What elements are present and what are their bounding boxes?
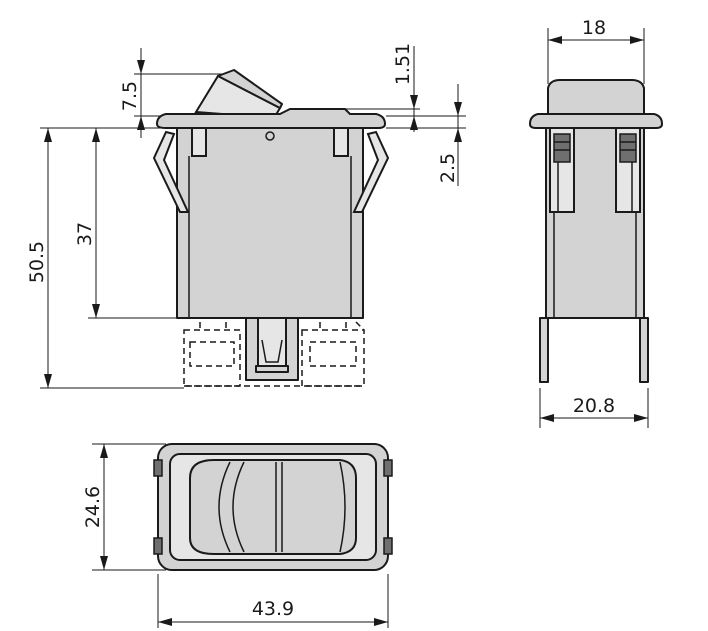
dim-rocker-offset: 1.51	[392, 43, 414, 85]
hidden-connector-right	[301, 329, 365, 387]
left-terminal	[539, 317, 549, 383]
indicator-hole	[265, 131, 275, 141]
face-dimensions: 24.6 43.9	[82, 443, 389, 628]
right-groove	[333, 127, 349, 157]
hidden-connector-left	[183, 329, 241, 387]
side-flange	[529, 113, 663, 129]
dim-top-width: 18	[582, 17, 606, 39]
dim-side-width: 20.8	[573, 395, 615, 417]
side-dimensions: 18 20.8	[539, 17, 649, 428]
dim-rocker-height: 7.5	[119, 81, 141, 111]
front-flange	[156, 108, 386, 129]
rocker-front-face	[217, 69, 283, 109]
face-rocker	[189, 459, 357, 555]
face-view	[153, 443, 393, 571]
dim-flange-thickness: 2.5	[437, 153, 459, 183]
dim-face-height: 24.6	[82, 486, 104, 528]
side-rocker	[547, 79, 645, 115]
side-view	[529, 79, 663, 383]
right-terminal	[639, 317, 649, 383]
left-clip	[152, 130, 190, 213]
front-body	[176, 127, 364, 319]
dim-total-height: 50.5	[26, 241, 48, 283]
dim-body-height: 37	[74, 222, 96, 246]
right-latch	[619, 133, 637, 163]
front-dimensions: 50.5 37 7.5 1.51 2.5	[26, 43, 466, 389]
left-latch	[553, 133, 571, 163]
left-groove	[191, 127, 207, 157]
right-clip	[352, 130, 390, 213]
dim-face-width: 43.9	[252, 598, 294, 620]
front-view	[152, 69, 390, 387]
